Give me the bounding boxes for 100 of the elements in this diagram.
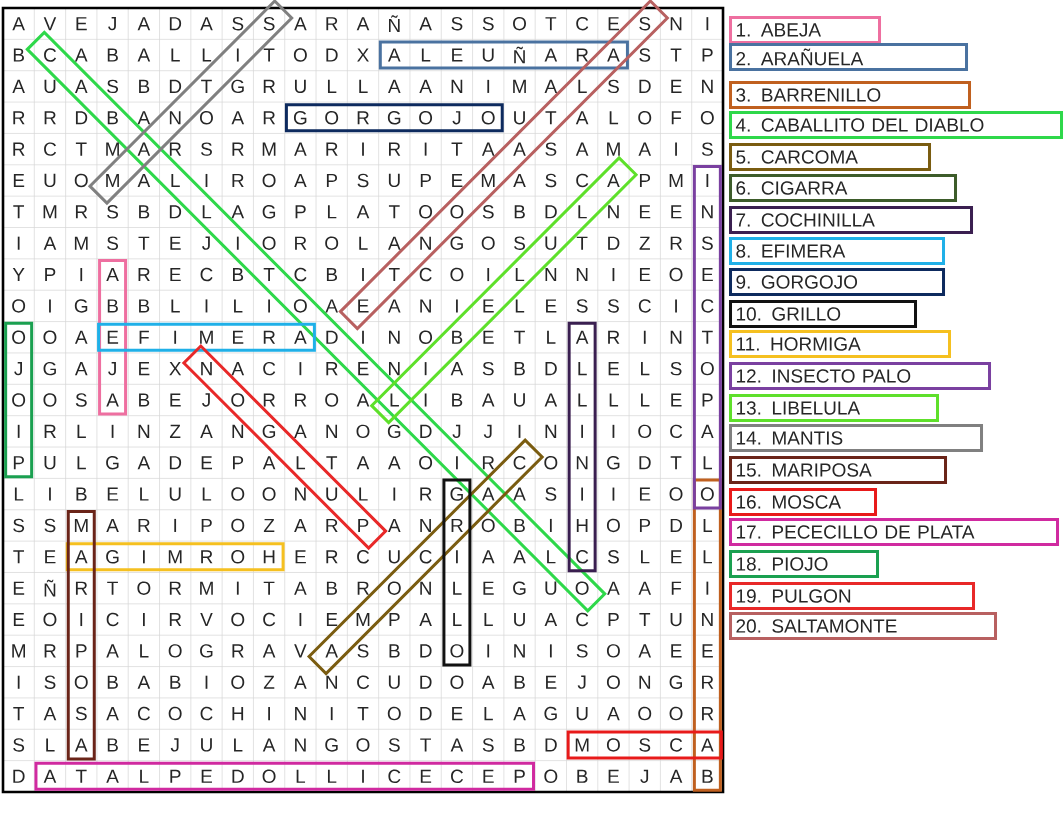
grid-letter: N [138,424,150,438]
grid-letter: U [326,487,338,501]
grid-letter: Z [263,518,275,532]
grid-letter: A [669,769,683,783]
grid-letter: I [581,424,584,438]
grid-letter: N [295,487,306,501]
grid-letter: C [263,612,276,627]
grid-letter: M [74,236,88,250]
grid-letter: O [200,111,213,125]
grid-letter: N [420,236,431,250]
grid-letter: A [325,644,338,658]
grid-letter: N [514,644,525,658]
grid-letter: E [546,675,557,689]
grid-letter: M [106,173,119,187]
grid-letter: S [75,706,87,721]
grid-letter: O [481,111,495,125]
grid-letter: M [513,79,526,93]
grid-letter: L [140,769,149,783]
grid-letter: I [706,581,709,595]
grid-letter: A [106,644,119,658]
grid-letter: N [670,330,682,344]
grid-letter: S [357,644,369,658]
grid-letter: L [578,362,587,376]
grid-letter: T [670,48,682,62]
grid-letter: I [236,48,239,62]
grid-letter: E [358,299,369,313]
grid-letter: A [481,393,495,407]
grid-letter: D [670,518,682,532]
grid-letter: A [450,362,464,376]
grid-letter: S [576,299,588,313]
grid-letter: S [107,236,119,250]
grid-letter: A [701,738,714,752]
grid-letter: E [483,299,494,313]
grid-letter: A [137,456,151,470]
grid-letter: R [357,111,369,125]
grid-letter: U [388,173,400,188]
grid-letter: C [513,456,526,470]
grid-letter: A [106,769,119,783]
grid-letter: A [294,17,307,31]
grid-letter: T [576,236,588,250]
grid-letter: S [607,550,619,564]
grid-letter: I [330,707,333,721]
grid-letter: T [263,581,275,595]
grid-letter: A [450,738,464,752]
grid-letter: B [139,79,150,93]
grid-letter: B [107,299,118,313]
grid-letter: J [202,393,210,407]
grid-letter: I [581,487,584,501]
grid-letter: R [263,111,276,125]
grid-letter: I [549,644,552,658]
grid-letter: U [670,612,682,627]
grid-letter: A [325,299,338,313]
grid-letter: L [609,111,619,125]
grid-letter: L [140,487,149,501]
grid-letter: L [296,769,306,783]
grid-letter: A [106,518,119,532]
grid-letter: I [268,707,270,721]
grid-letter: D [545,362,557,376]
grid-letter: A [43,707,57,721]
grid-letter: E [608,769,619,783]
grid-letter: G [106,550,119,564]
grid-letter: R [326,518,338,532]
grid-letter: A [74,79,88,93]
grid-letter: I [205,173,208,187]
grid-letter: U [514,612,525,627]
grid-letter: E [452,48,463,62]
grid-letter: Z [263,675,275,689]
grid-letter: R [482,456,495,470]
grid-letter: B [76,487,87,501]
grid-letter: Ñ [514,46,525,64]
grid-letter: S [388,738,400,752]
grid-letter: E [139,738,150,752]
grid-letter: P [420,173,431,187]
grid-letter: A [513,487,526,501]
grid-letter: L [171,48,180,62]
grid-letter: A [481,675,495,689]
grid-letter: A [137,142,151,156]
grid-letter: F [139,330,149,344]
grid-letter: X [169,362,182,376]
grid-letter: N [608,205,619,219]
grid-letter: D [169,79,182,93]
grid-letter: I [49,299,51,313]
grid-letter: O [74,173,88,188]
grid-letter: O [481,236,495,250]
grid-letter: O [638,111,652,125]
grid-letter: R [357,581,369,595]
grid-letter: R [75,205,88,219]
grid-letter: H [263,550,275,564]
grid-letter: S [639,738,651,752]
word-box: 6. CIGARRA [729,174,957,202]
grid-letter: A [106,393,119,407]
grid-letter: N [420,581,431,595]
grid-letter: I [612,268,615,282]
grid-letter: S [576,644,588,658]
grid-letter: C [357,675,370,689]
grid-letter: I [362,769,364,783]
grid-letter: I [424,362,427,376]
grid-letter: O [450,644,464,658]
grid-letter: O [700,111,714,125]
grid-letter: A [74,738,88,752]
